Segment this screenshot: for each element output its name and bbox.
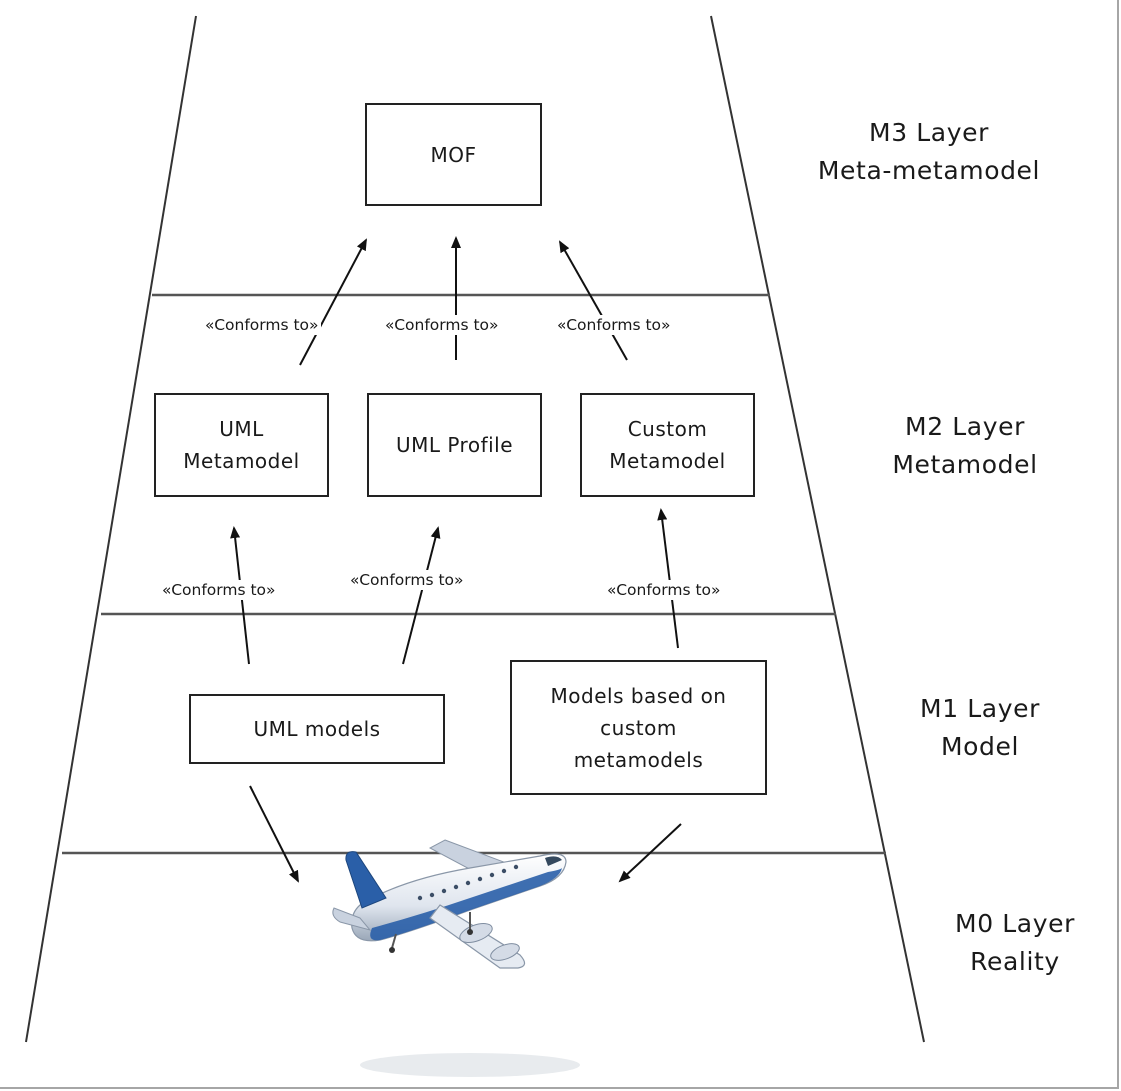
layer-label-m3: M3 Layer Meta-metamodel [794,114,1064,190]
arrow-uml-metamodel-to-mof [299,238,367,366]
layer-subtitle-m2: Metamodel [892,450,1038,479]
conforms-label-m2-uml: «Conforms to» [203,315,321,335]
arrow-uml-models-to-uml-profile [402,526,441,665]
trapezoid-right-edge [710,15,925,1043]
trapezoid-left-edge [25,15,197,1043]
layer-label-m1: M1 Layer Model [890,690,1070,766]
conforms-label-m1-profile: «Conforms to» [348,570,466,590]
arrow-uml-models-to-reality [249,785,299,883]
conforms-label-m2-profile: «Conforms to» [383,315,501,335]
arrow-custom-metamodel-to-mof [559,240,628,361]
arrow-custom-models-to-reality [618,823,682,883]
arrow-custom-models-to-custom-metamodel [657,508,679,649]
layer-subtitle-m1: Model [940,732,1020,761]
layer-subtitle-m3: Meta-metamodel [817,156,1041,185]
layer-label-m2: M2 Layer Metamodel [855,408,1075,484]
uml-models-box: UML models [189,694,445,764]
layer-subtitle-m0: Reality [970,947,1060,976]
mof-box: MOF [365,103,542,206]
custom-metamodel-box: Custom Metamodel [580,393,755,497]
layer-title-m1: M1 Layer [920,694,1040,723]
layer-title-m0: M0 Layer [955,909,1075,938]
layer-label-m0: M0 Layer Reality [930,905,1100,981]
layer-title-m3: M3 Layer [869,118,989,147]
layer-title-m2: M2 Layer [905,412,1025,441]
uml-profile-box: UML Profile [367,393,542,497]
conforms-label-m1-custom: «Conforms to» [605,580,723,600]
conforms-label-m1-uml: «Conforms to» [160,580,278,600]
conforms-label-m2-custom: «Conforms to» [555,315,673,335]
custom-models-box: Models based on custom metamodels [510,660,767,795]
uml-metamodel-box: UML Metamodel [154,393,329,497]
airplane-icon [332,839,580,1077]
